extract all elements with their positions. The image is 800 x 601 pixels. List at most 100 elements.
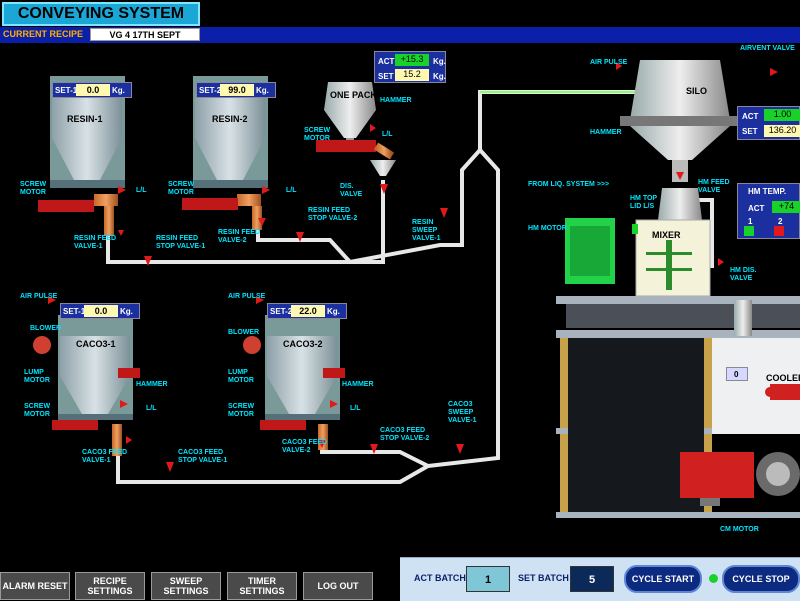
- lbl-caco-sweep-a: CACO3: [448, 401, 473, 408]
- hm-temp-act-value: +74: [772, 201, 800, 213]
- lbl-resin-stop-2a: RESIN FEED: [308, 207, 350, 214]
- silo-name: SILO: [686, 86, 708, 96]
- lbl-from-liq: FROM LIQ. SYSTEM >>>: [528, 181, 609, 188]
- lbl-caco-feed-1a: CACO3 FEED: [82, 449, 127, 456]
- lbl-resin-sweep-c: VALVE-1: [412, 235, 441, 242]
- alarm-reset-button[interactable]: ALARM RESET: [0, 572, 70, 600]
- lbl-resin-sweep-b: SWEEP: [412, 227, 438, 234]
- cooler-value: 0: [734, 370, 739, 379]
- resin-feed-stop-valve-2: [296, 232, 304, 242]
- lbl-hm-feed-b: VALVE: [698, 187, 721, 194]
- caco1-name: CACO3-1: [76, 339, 116, 349]
- lbl-resin-stop-1a: RESIN FEED: [156, 235, 198, 242]
- silo-act-value: 1.00: [764, 109, 800, 121]
- lbl-air-pulse-c1: AIR PULSE: [20, 293, 58, 300]
- lbl-caco-sweep-c: VALVE-1: [448, 417, 477, 424]
- silo-set-value[interactable]: 136.20: [764, 125, 800, 137]
- lbl-lump-motor-1b: MOTOR: [24, 377, 50, 384]
- one-pack-unit: Kg.: [433, 57, 446, 66]
- resin-feed-valve-1: [118, 230, 124, 236]
- caco2-set-value[interactable]: 22.0: [291, 305, 325, 317]
- cycle-status-indicator: [709, 574, 718, 583]
- lbl-hammer-op: HAMMER: [380, 97, 412, 104]
- valves: [48, 62, 778, 472]
- lbl-hm-feed-a: HM FEED: [698, 179, 730, 186]
- lbl-ll-c2: L/L: [350, 405, 361, 412]
- resin-sweep-valve-1: [440, 208, 448, 218]
- hm-temp-ch2-indicator[interactable]: [774, 226, 784, 236]
- lbl-hm-motor: HM MOTOR: [528, 225, 567, 232]
- hm-top-lid-ls: [632, 224, 638, 234]
- set-batch-value[interactable]: 5: [570, 566, 614, 592]
- diagram-labels: SCREW MOTOR L/L SCREW MOTOR L/L RESIN FE…: [20, 45, 795, 533]
- lbl-hammer-c1: HAMMER: [136, 381, 168, 388]
- log-out-button[interactable]: LOG OUT: [303, 572, 373, 600]
- sweep-settings-button[interactable]: SWEEP SETTINGS: [151, 572, 221, 600]
- lbl-airvent-valve: AIRVENT VALVE: [740, 45, 795, 52]
- one-pack-act-label: ACT: [378, 57, 395, 66]
- page-title: CONVEYING SYSTEM: [2, 2, 200, 26]
- caco2-set-box[interactable]: SET-2 22.0 Kg.: [267, 303, 347, 319]
- lbl-hm-top-b: LID L/S: [630, 203, 654, 210]
- lbl-caco-sweep-b: SWEEP: [448, 409, 474, 416]
- lbl-hm-dis-a: HM DIS.: [730, 267, 757, 274]
- hm-temp-ch1-indicator[interactable]: [744, 226, 754, 236]
- resin-feed-valve-2: [258, 218, 266, 226]
- process-diagram: SCREW MOTOR L/L SCREW MOTOR L/L RESIN FE…: [20, 45, 800, 533]
- set-batch-label: SET BATCH: [518, 573, 569, 583]
- silo-set-label: SET: [742, 127, 758, 136]
- recipe-bar: [0, 27, 800, 43]
- lbl-caco-feed-2a: CACO3 FEED: [282, 439, 327, 446]
- timer-settings-button[interactable]: TIMER SETTINGS: [227, 572, 297, 600]
- lbl-caco-stop-2b: STOP VALVE-2: [380, 435, 429, 442]
- cm-motor: [680, 452, 800, 506]
- resin1-unit: Kg.: [112, 86, 125, 95]
- resin2-set-box[interactable]: SET-2 99.0 Kg.: [196, 82, 276, 98]
- current-recipe-value[interactable]: VG 4 17TH SEPT: [90, 28, 200, 41]
- silo-panel: ACT 1.00 SET 136.20: [737, 106, 800, 140]
- cooler-value-box: 0: [726, 367, 748, 381]
- lbl-caco-stop-1b: STOP VALVE-1: [178, 457, 227, 464]
- recipe-settings-button[interactable]: RECIPE SETTINGS: [75, 572, 145, 600]
- one-pack-unit-2: Kg.: [433, 72, 446, 81]
- lbl-resin-stop-1b: STOP VALVE-1: [156, 243, 205, 250]
- resin2-unit: Kg.: [256, 86, 269, 95]
- cycle-stop-button[interactable]: CYCLE STOP: [722, 565, 800, 593]
- lbl-hm-dis-b: VALVE: [730, 275, 753, 282]
- lbl-screw-motor-opb: MOTOR: [304, 135, 330, 142]
- caco2-name: CACO3-2: [283, 339, 323, 349]
- lbl-blower-2: BLOWER: [228, 329, 259, 336]
- lbl-screw-motor-2b: MOTOR: [168, 189, 194, 196]
- resin1-set-value[interactable]: 0.0: [76, 84, 110, 96]
- resin-feed-stop-valve-1: [144, 256, 152, 266]
- mixer: [565, 188, 711, 297]
- lbl-screw-motor-1: SCREW: [20, 181, 46, 188]
- lbl-cm-motor: CM MOTOR: [720, 526, 759, 533]
- lbl-air-pulse-silo: AIR PULSE: [590, 59, 628, 66]
- one-pack-set-value[interactable]: 15.2: [395, 69, 429, 81]
- caco1-air-pulse-valve: [48, 296, 56, 304]
- lbl-caco-feed-2b: VALVE-2: [282, 447, 311, 454]
- resin2-set-value[interactable]: 99.0: [220, 84, 254, 96]
- lbl-dis-valve-a: DIS.: [340, 183, 354, 190]
- resin2-set-label: SET-2: [199, 86, 222, 95]
- caco2-air-pulse-valve: [256, 296, 264, 304]
- lbl-lump-motor-1a: LUMP: [24, 369, 44, 376]
- caco1-set-box[interactable]: SET-1 0.0 Kg.: [60, 303, 140, 319]
- caco2-set-label: SET-2: [270, 307, 293, 316]
- lbl-ll-1: L/L: [136, 187, 147, 194]
- resin1-hopper: [38, 76, 125, 236]
- resin1-set-box[interactable]: SET-1 0.0 Kg.: [52, 82, 132, 98]
- caco1-ll-valve: [120, 400, 128, 408]
- resin1-name: RESIN-1: [67, 114, 103, 124]
- lbl-resin-stop-2b: STOP VALVE-2: [308, 215, 357, 222]
- lbl-caco-stop-1a: CACO3 FEED: [178, 449, 223, 456]
- caco1-set-value[interactable]: 0.0: [84, 305, 118, 317]
- hm-dis-valve: [718, 258, 724, 266]
- hm-temp-ch2-label: 2: [778, 217, 783, 226]
- lbl-lump-motor-2a: LUMP: [228, 369, 248, 376]
- hm-temp-act-label: ACT: [748, 204, 765, 213]
- lbl-ll-2: L/L: [286, 187, 297, 194]
- cycle-start-button[interactable]: CYCLE START: [624, 565, 702, 593]
- caco1-set-label: SET-1: [63, 307, 86, 316]
